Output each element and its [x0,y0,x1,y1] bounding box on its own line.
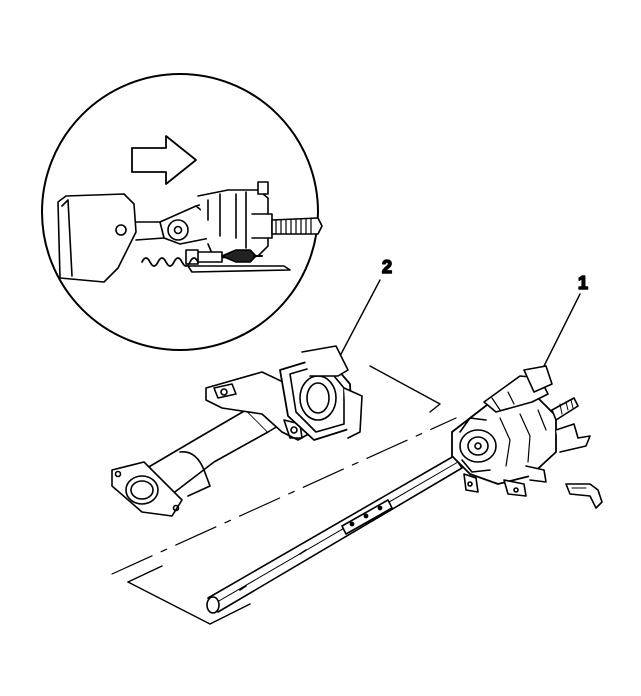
detail-view-circle [41,73,323,351]
loose-clip [565,483,603,509]
mounting-plane [127,365,441,625]
callout-1: 1 [541,272,589,371]
direction-arrow-right-icon [131,135,197,185]
detail-latch [185,249,291,273]
support-bracket [205,345,363,441]
column-centerline [111,417,457,575]
callout-label-2: 2 [382,257,392,277]
callout-2: 2 [339,256,393,357]
callout-label-1: 1 [578,273,588,293]
intermediate-shaft [206,455,463,614]
detail-spring [141,257,199,267]
upper-column-assembly [451,365,591,497]
